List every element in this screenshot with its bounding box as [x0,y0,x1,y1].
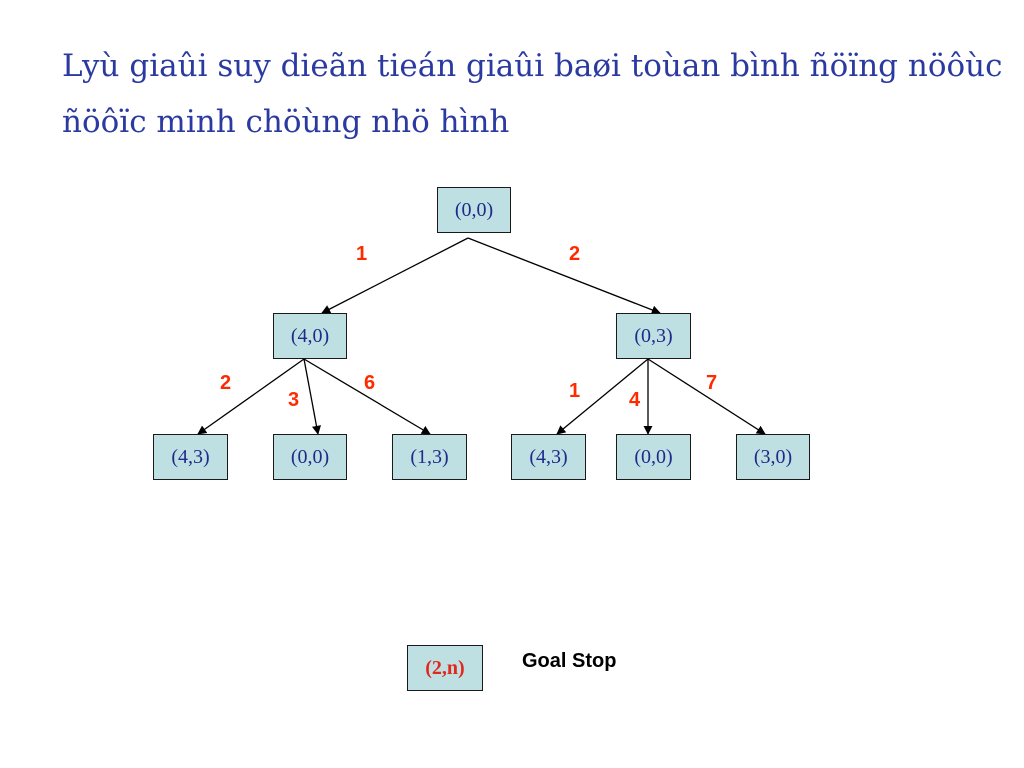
node-level2-6: (3,0) [736,434,810,480]
node-level2-1: (4,3) [153,434,228,480]
edge-4-0-to-0-0 [303,358,321,435]
node-level2-3: (1,3) [392,434,467,480]
node-level1-left: (4,0) [273,313,347,359]
edge-0-3-to-4-3 [556,358,649,435]
edge-label-4: 3 [288,389,300,411]
edge-label-3: 2 [220,372,232,394]
legend-goal-node: (2,n) [407,645,483,691]
edge-root-to-0-3 [467,237,661,315]
node-level2-5: (0,0) [616,434,691,480]
edge-label-2: 2 [569,243,581,265]
node-level1-right: (0,3) [616,313,691,359]
edge-label-1: 1 [356,243,368,265]
edge-label-5: 6 [364,372,376,394]
edge-0-3-to-3-0 [647,358,766,435]
slide-title: Lyù giaûi suy dieãn tieán giaûi baøi toù… [62,38,1003,150]
edge-4-0-to-1-3 [303,358,431,435]
edge-root-to-4-0 [321,237,469,314]
edge-4-0-to-4-3 [197,358,305,435]
edge-label-6: 1 [569,380,581,402]
node-level2-4: (4,3) [511,434,586,480]
title-line-1: Lyù giaûi suy dieãn tieán giaûi baøi toù… [62,48,1003,84]
edge-label-7: 4 [629,389,641,411]
edge-label-8: 7 [706,372,718,394]
title-line-2: ñöôïc minh chöùng nhö hình [62,104,510,140]
node-level2-2: (0,0) [273,434,347,480]
node-root: (0,0) [437,187,511,233]
legend-goal-label: Goal Stop [522,650,617,672]
